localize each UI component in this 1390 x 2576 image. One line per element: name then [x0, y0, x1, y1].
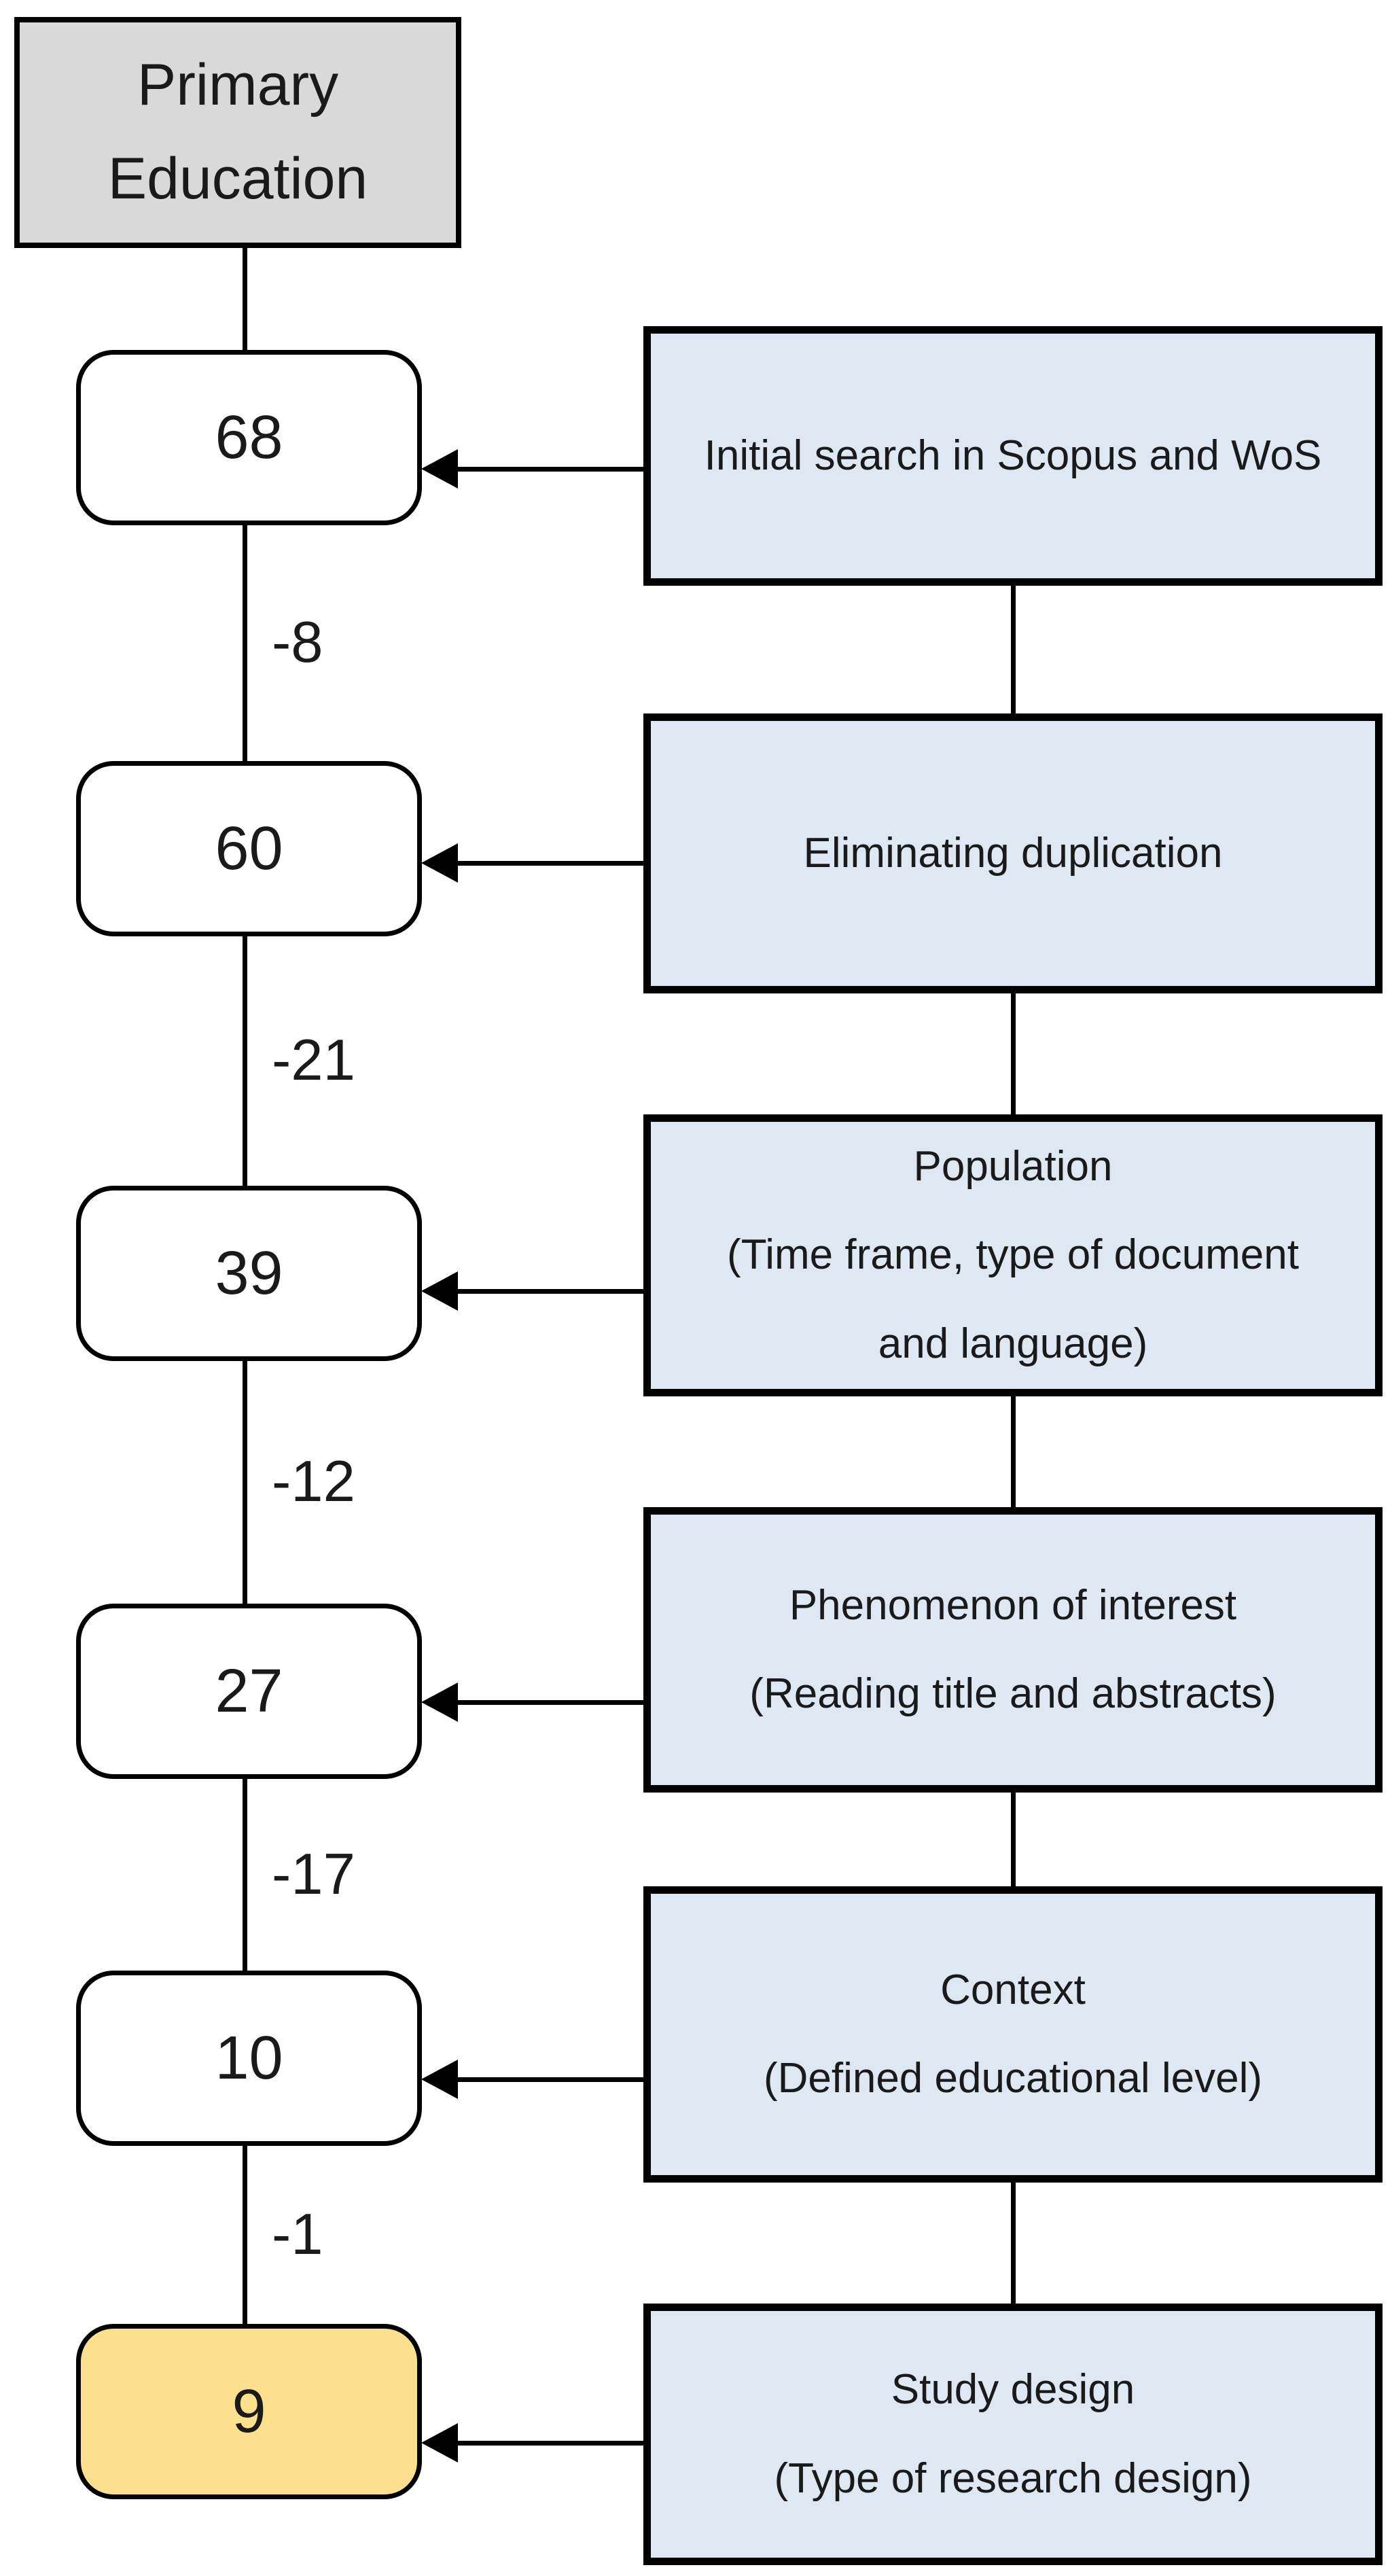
criteria-box-initial-search: Initial search in Scopus and WoS: [643, 326, 1383, 586]
criteria-box-study-design: Study design (Type of research design): [643, 2304, 1383, 2565]
left-arrowhead-icon: [421, 843, 458, 883]
removed-count-label: -1: [272, 2202, 323, 2267]
removed-count-label: -21: [272, 1028, 355, 1093]
criteria-title: Initial search in Scopus and WoS: [704, 431, 1322, 479]
criteria-box-eliminating-duplication: Eliminating duplication: [643, 713, 1383, 993]
criteria-title: Context: [940, 1966, 1086, 2013]
primary-education-box: Primary Education: [14, 17, 461, 248]
removed-count-label: -17: [272, 1842, 355, 1907]
count-label: 9: [232, 2377, 266, 2446]
arrow-line: [454, 1289, 643, 1294]
arrow-line: [454, 2441, 643, 2446]
left-arrowhead-icon: [421, 2423, 458, 2463]
criteria-connector-line: [1011, 586, 1016, 2304]
criteria-detail: (Time frame, type of document and langua…: [727, 1231, 1299, 1367]
primary-education-label: Primary Education: [107, 52, 368, 211]
removed-count-label: -8: [272, 610, 323, 675]
count-node-9-final: 9: [76, 2324, 422, 2499]
criteria-detail: (Reading title and abstracts): [749, 1670, 1277, 1717]
criteria-title: Study design: [891, 2366, 1135, 2414]
count-node-10: 10: [76, 1971, 422, 2146]
arrow-line: [454, 2077, 643, 2082]
criteria-detail: (Type of research design): [774, 2454, 1252, 2502]
count-node-60: 60: [76, 761, 422, 936]
arrow-line: [454, 467, 643, 472]
left-arrowhead-icon: [421, 2060, 458, 2099]
arrow-line: [454, 1700, 643, 1705]
left-arrowhead-icon: [421, 1682, 458, 1722]
count-node-27: 27: [76, 1604, 422, 1779]
count-label: 27: [215, 1657, 283, 1725]
criteria-box-phenomenon-of-interest: Phenomenon of interest (Reading title an…: [643, 1507, 1383, 1793]
criteria-box-population: Population (Time frame, type of document…: [643, 1114, 1383, 1396]
count-label: 60: [215, 814, 283, 883]
count-label: 68: [215, 403, 283, 472]
count-node-39: 39: [76, 1186, 422, 1361]
count-label: 39: [215, 1239, 283, 1307]
count-node-68: 68: [76, 350, 422, 525]
criteria-title: Eliminating duplication: [803, 829, 1223, 877]
criteria-title: Population: [913, 1143, 1113, 1190]
count-label: 10: [215, 2024, 283, 2092]
removed-count-label: -12: [272, 1449, 355, 1514]
left-arrowhead-icon: [421, 449, 458, 489]
criteria-title: Phenomenon of interest: [789, 1581, 1237, 1629]
criteria-detail: (Defined educational level): [763, 2055, 1263, 2102]
left-arrowhead-icon: [421, 1271, 458, 1311]
criteria-box-context: Context (Defined educational level): [643, 1886, 1383, 2183]
arrow-line: [454, 861, 643, 866]
